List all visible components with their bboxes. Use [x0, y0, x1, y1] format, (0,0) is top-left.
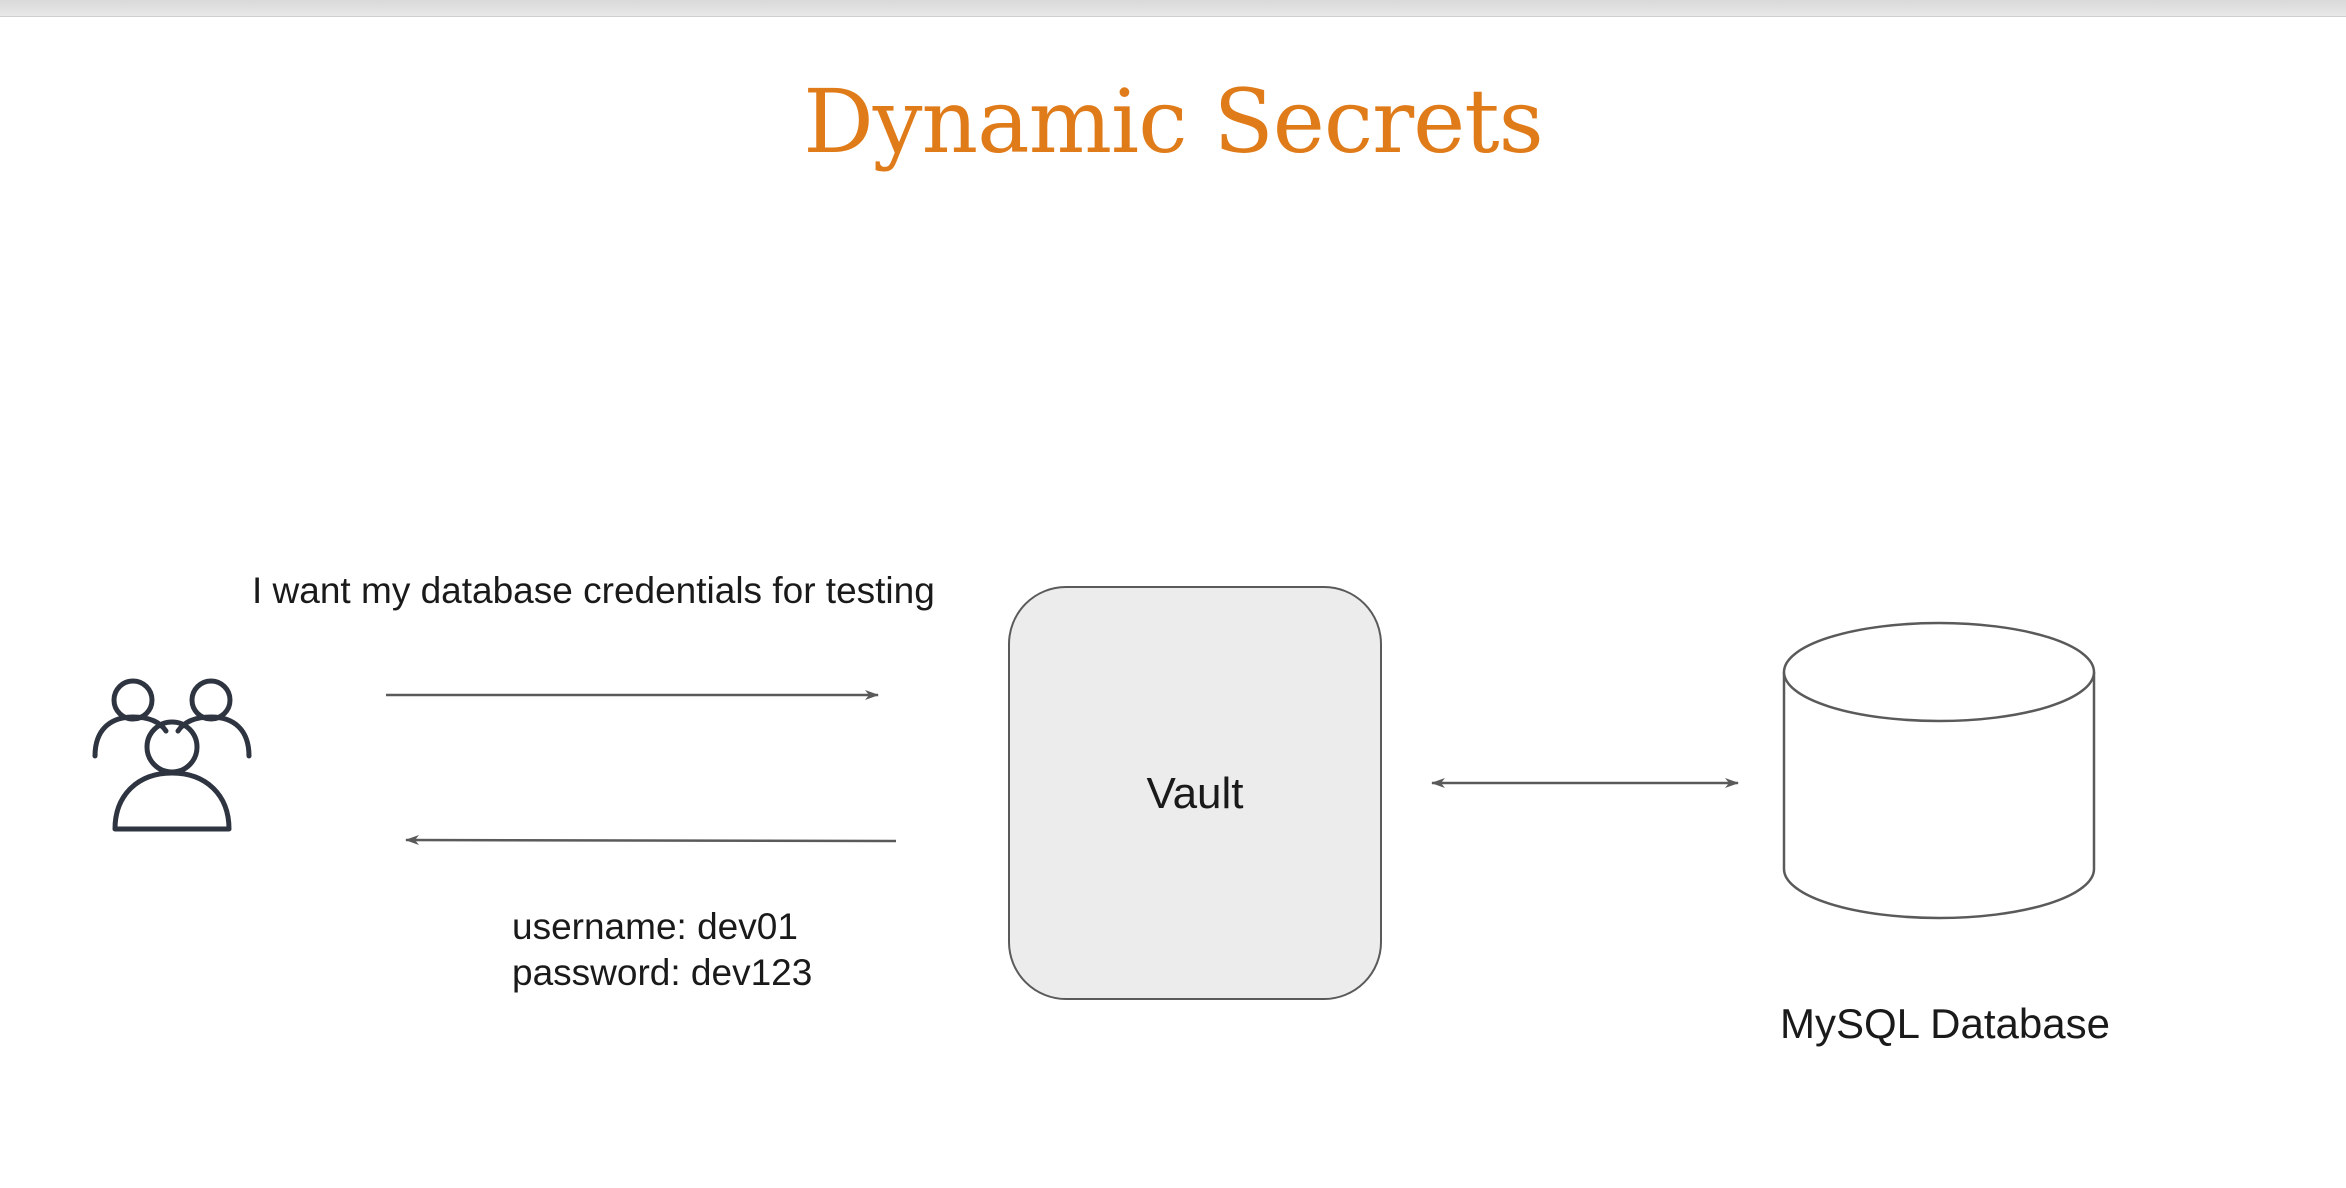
vault-label: Vault: [1146, 769, 1244, 818]
users-group-icon: [92, 678, 252, 832]
slide-title: Dynamic Secrets: [803, 70, 1544, 173]
database-cylinder-icon: [1782, 621, 2096, 920]
database-label: MySQL Database: [1780, 1000, 2110, 1047]
response-arrow: [405, 835, 897, 846]
request-label: I want my database credentials for testi…: [252, 570, 935, 611]
response-password-label: password: dev123: [512, 952, 813, 993]
response-username-label: username: dev01: [512, 906, 798, 947]
window-top-bar: [0, 0, 2346, 17]
vault-node: [1008, 586, 1382, 1000]
